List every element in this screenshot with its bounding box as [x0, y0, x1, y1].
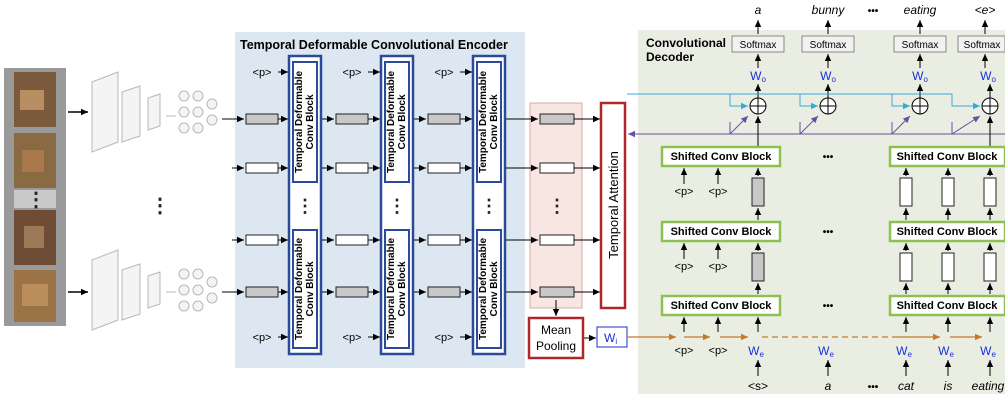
dec-h-ellipsis-4: ••• [868, 382, 879, 393]
pooling-ellipsis: ⋮ [548, 196, 566, 216]
enc-pad-1: <p> [253, 67, 272, 79]
decoder-feature-bars [751, 177, 997, 282]
dec-pad-1: <p> [675, 186, 694, 198]
encoder-block-column-3 [471, 54, 507, 356]
video-frames-filmstrip [4, 68, 66, 326]
block-label-1b: Conv Block [305, 94, 316, 149]
we-label-1: We [748, 344, 764, 359]
input-word-4: is [944, 379, 953, 393]
pooling-panel [529, 102, 583, 309]
dec-pad-3: <p> [675, 261, 694, 273]
softmax-label-3: Softmax [902, 40, 939, 51]
we-label-4: We [938, 344, 954, 359]
decoder-title-1: Convolutional [646, 36, 726, 50]
shifted-block-label-6: Shifted Conv Block [897, 300, 999, 312]
enc-pad-5: <p> [343, 332, 362, 344]
block-label-2a: Temporal Deformable [294, 238, 305, 340]
enc-pad-3: <p> [435, 67, 454, 79]
output-h-ellipsis: ••• [868, 6, 879, 17]
output-word-3: eating [904, 3, 937, 17]
wi-weight-label: Wi [604, 331, 617, 346]
softmax-label-4: Softmax [964, 40, 1001, 51]
wo-label-1: Wo [750, 69, 766, 84]
dec-pad-2: <p> [709, 186, 728, 198]
column-ellipsis-1: ⋮ [296, 196, 314, 216]
wo-label-3: Wo [912, 69, 928, 84]
block-label-1a: Temporal Deformable [294, 71, 305, 173]
mean-pooling-box [527, 316, 585, 360]
column-ellipsis-2: ⋮ [388, 196, 406, 216]
dec-pad-4: <p> [709, 261, 728, 273]
block-label-3b: Conv Block [397, 94, 408, 149]
enc-pad-4: <p> [253, 332, 272, 344]
shifted-block-label-1: Shifted Conv Block [671, 151, 773, 163]
encoder-row-arrows [222, 115, 600, 342]
input-word-1: <s> [748, 379, 768, 393]
shifted-conv-blocks [660, 145, 1005, 317]
temporal-attention-label: Temporal Attention [606, 151, 621, 259]
wo-label-4: Wo [980, 69, 996, 84]
input-word-5: eating [972, 379, 1005, 393]
column-ellipsis-3: ⋮ [480, 196, 498, 216]
wi-weight-box [596, 326, 628, 348]
output-word-1: a [755, 3, 762, 17]
block-label-2b: Conv Block [305, 261, 316, 316]
filmstrip-ellipsis: ⋮ [26, 189, 46, 211]
dec-pad-5: <p> [675, 345, 694, 357]
block-label-4b: Conv Block [397, 261, 408, 316]
block-label-6a: Temporal Deformable [478, 238, 489, 340]
block-label-6b: Conv Block [489, 261, 500, 316]
encoder-title: Temporal Deformable Convolutional Encode… [240, 38, 508, 52]
cnn-feature-extractor-bottom [91, 249, 218, 331]
wo-label-2: Wo [820, 69, 836, 84]
input-word-3: cat [898, 379, 915, 393]
shifted-block-label-2: Shifted Conv Block [897, 151, 999, 163]
encoder-block-column-1 [287, 54, 323, 356]
block-label-3a: Temporal Deformable [386, 71, 397, 173]
cnn-feature-extractor-top [91, 71, 218, 153]
shifted-block-label-3: Shifted Conv Block [671, 226, 773, 238]
softmax-label-2: Softmax [810, 40, 847, 51]
encoder-feature-boxes [245, 113, 575, 298]
mean-pooling-label-2: Pooling [536, 339, 576, 353]
input-word-2: a [825, 379, 832, 393]
decoder-title-2: Decoder [646, 50, 694, 64]
softmax-label-1: Softmax [740, 40, 777, 51]
enc-pad-2: <p> [343, 67, 362, 79]
shifted-block-label-5: Shifted Conv Block [671, 300, 773, 312]
mean-pooling-label-1: Mean [541, 323, 571, 337]
shifted-block-label-4: Shifted Conv Block [897, 226, 999, 238]
temporal-attention-box [599, 101, 627, 310]
we-label-5: We [980, 344, 996, 359]
dec-h-ellipsis-1: ••• [823, 152, 834, 163]
block-label-5a: Temporal Deformable [478, 71, 489, 173]
enc-pad-6: <p> [435, 332, 454, 344]
softmax-boxes [731, 35, 1005, 53]
we-label-3: We [896, 344, 912, 359]
encoder-block-column-2 [379, 54, 415, 356]
output-word-4: <e> [975, 3, 996, 17]
sum-nodes [749, 97, 999, 115]
block-label-4a: Temporal Deformable [386, 238, 397, 340]
decoder-panel [638, 30, 1005, 394]
cnn-ellipsis: ⋮ [150, 195, 170, 217]
block-label-5b: Conv Block [489, 94, 500, 149]
output-word-2: bunny [812, 3, 846, 17]
we-label-2: We [818, 344, 834, 359]
dec-h-ellipsis-2: ••• [823, 227, 834, 238]
dec-h-ellipsis-3: ••• [823, 301, 834, 312]
dec-pad-6: <p> [709, 345, 728, 357]
